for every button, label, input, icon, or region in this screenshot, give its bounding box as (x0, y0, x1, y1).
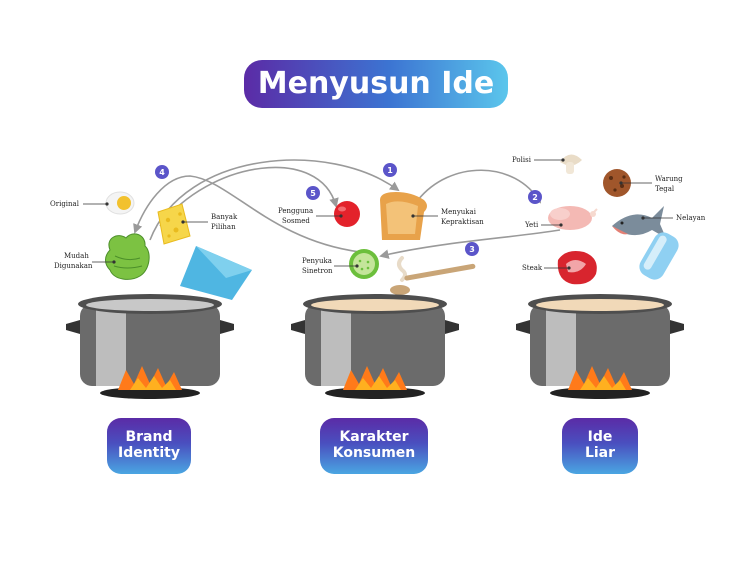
lettuce-icon (105, 233, 150, 280)
page-title: Menyusun Ide (244, 60, 508, 108)
step-number-4: 4 (159, 168, 165, 177)
label-nelayan: Nelayan (676, 214, 706, 222)
salt-shaker-icon (639, 232, 679, 280)
label-pengguna-sosmed-1: Pengguna (278, 207, 313, 215)
category-ide-liar-line2: Liar (584, 445, 616, 461)
steam-icon (397, 256, 407, 282)
label-polisi: Polisi (512, 156, 532, 164)
chicken-icon (548, 206, 598, 230)
step-number-1: 1 (387, 166, 393, 175)
label-steak: Steak (522, 264, 543, 272)
egg-icon (105, 191, 135, 215)
arrow-5-cheese-to-tomato (159, 166, 339, 227)
tomato-icon (334, 201, 360, 227)
category-brand-identity-line1: Brand (125, 429, 173, 446)
label-original: Original (50, 200, 80, 208)
label-warung-tegal-2: Tegal (655, 185, 675, 193)
label-menyukai-kepraktisan-2: Kepraktisan (441, 218, 484, 226)
fish-icon (612, 206, 666, 238)
blue-napkin-icon (180, 246, 252, 300)
label-yeti: Yeti (524, 221, 539, 229)
label-mudah-digunakan-1: Mudah (64, 252, 89, 260)
category-ide-liar-line1: Ide (587, 429, 613, 446)
arrow-4-cucumber-to-lettuce (133, 175, 361, 253)
cucumber-icon (349, 249, 379, 279)
category-karakter-konsumen-line1: Karakter (339, 429, 409, 446)
label-banyak-pilihan-2: Pilihan (211, 223, 236, 231)
step-badge-5: 5 (306, 186, 320, 200)
cookie-icon (603, 169, 631, 197)
category-karakter-konsumen: Karakter Konsumen (320, 418, 428, 474)
label-banyak-pilihan-1: Banyak (211, 213, 238, 221)
mushroom-icon (560, 154, 582, 174)
arrow-2-toast-to-chicken (417, 169, 541, 204)
step-badge-4: 4 (155, 165, 169, 179)
category-brand-identity: Brand Identity (107, 418, 191, 474)
step-number-5: 5 (310, 189, 316, 198)
ingredient-labels: Original Banyak Pilihan Mudah Digunakan … (50, 156, 706, 275)
step-badge-2: 2 (528, 190, 542, 204)
label-pengguna-sosmed-2: Sosmed (282, 217, 310, 225)
label-warung-tegal-1: Warung (655, 175, 683, 183)
step-number-2: 2 (532, 193, 538, 202)
category-ide-liar: Ide Liar (562, 418, 638, 474)
label-penyuka-sinetron-2: Sinetron (302, 267, 333, 275)
step-number-3: 3 (469, 245, 475, 254)
category-brand-identity-line2: Identity (117, 445, 180, 461)
steak-icon (557, 251, 597, 285)
label-mudah-digunakan-2: Digunakan (54, 262, 93, 270)
toast-icon (380, 192, 427, 240)
label-penyuka-sinetron-1: Penyuka (302, 257, 332, 265)
cooking-pot-icon (66, 294, 684, 399)
arrow-3-chicken-to-cucumber (379, 229, 561, 259)
flame-icon (118, 366, 632, 390)
label-menyukai-kepraktisan-1: Menyukai (441, 208, 477, 216)
cheese-icon (157, 203, 191, 245)
step-badge-1: 1 (383, 163, 397, 177)
step-badge-3: 3 (465, 242, 479, 256)
category-karakter-konsumen-line2: Konsumen (332, 445, 416, 461)
spoon-icon (390, 263, 476, 295)
